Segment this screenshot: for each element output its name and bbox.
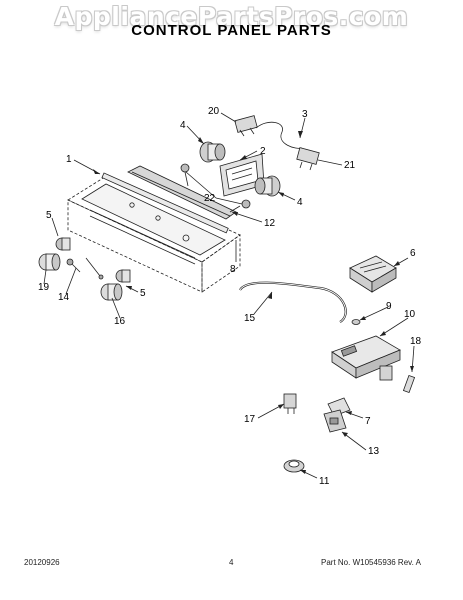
footer-part-number: Part No. W10545936 Rev. A: [321, 558, 421, 567]
relay-part-17: [283, 393, 297, 414]
callout-4-right: 4: [297, 197, 303, 208]
callout-2: 2: [260, 146, 266, 157]
wire-harness-part: [255, 121, 303, 149]
callout-13: 13: [368, 446, 380, 457]
control-board-part-10: [331, 335, 401, 381]
connector-block-part-6: [349, 255, 397, 293]
knob-part-19: [38, 253, 61, 271]
callout-21: 21: [344, 160, 356, 171]
callout-20: 20: [208, 106, 220, 117]
callout-5-right: 5: [140, 288, 146, 299]
callout-3: 3: [302, 109, 308, 120]
switch-part-21: [296, 147, 320, 171]
callout-12: 12: [264, 218, 276, 229]
knob-part-5-left: [55, 237, 71, 251]
callout-18: 18: [410, 336, 422, 347]
callout-7: 7: [365, 416, 371, 427]
display-board-part: [219, 153, 265, 197]
callout-labels: 1 2 3 4 4 5 5 6 7 8 9 10 11 12 13 14 15 …: [38, 106, 422, 487]
pin-part-18: [402, 374, 416, 394]
callout-22: 22: [204, 193, 216, 204]
encoder-right-part: [254, 175, 281, 197]
callout-10: 10: [404, 309, 416, 320]
footer-page-number: 4: [229, 558, 234, 567]
cable-part-15: [239, 281, 347, 323]
callout-9: 9: [386, 301, 392, 312]
screw-part-22: [180, 163, 251, 213]
callout-8: 8: [230, 264, 236, 275]
switch-part-20: [234, 115, 258, 137]
callout-1: 1: [66, 154, 72, 165]
grommet-part-11: [283, 459, 305, 473]
leader-arrowheads: [93, 131, 414, 474]
sensor-part-13: [323, 409, 347, 433]
control-panel-part: [67, 172, 241, 293]
callout-6: 6: [410, 248, 416, 259]
page-title: CONTROL PANEL PARTS: [131, 22, 332, 39]
callout-5-left: 5: [46, 210, 52, 221]
callout-4-left: 4: [180, 120, 186, 131]
knob-part-16: [100, 283, 123, 301]
watermark-logo: AppliancePartsPros.com: [54, 2, 409, 31]
callout-15: 15: [244, 313, 256, 324]
footer-date: 20120926: [24, 558, 60, 567]
callout-17: 17: [244, 414, 256, 425]
callout-19: 19: [38, 282, 50, 293]
shaft-part-14: [66, 257, 104, 280]
cable-highlight: [239, 282, 346, 323]
encoder-left-part: [199, 141, 226, 163]
callout-11: 11: [319, 476, 330, 487]
knob-part-5-right: [115, 269, 131, 283]
callout-14: 14: [58, 292, 70, 303]
washer-part-9: [351, 319, 361, 325]
callout-16: 16: [114, 316, 126, 327]
